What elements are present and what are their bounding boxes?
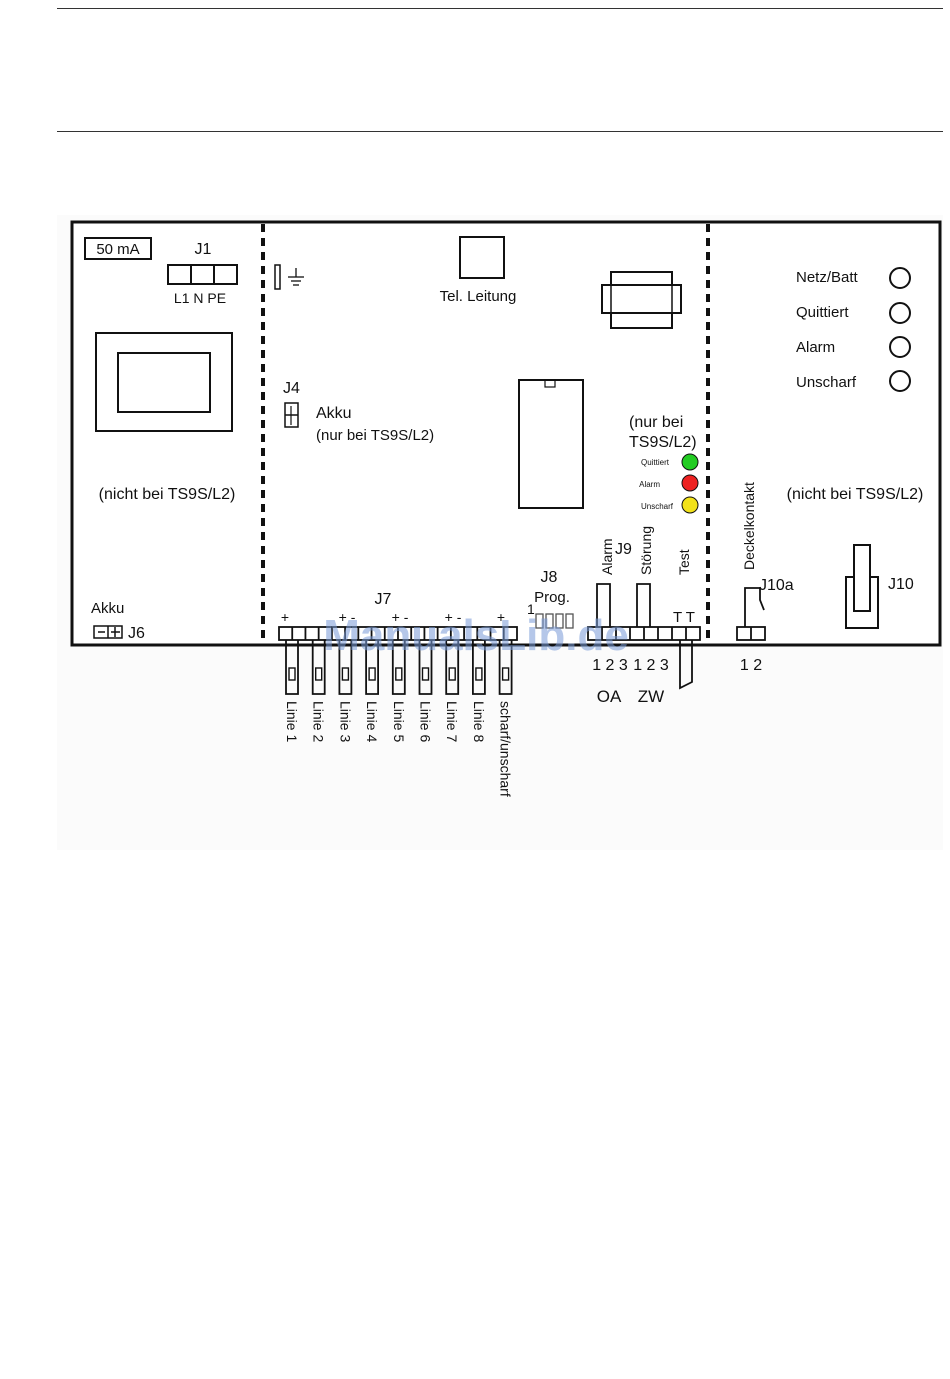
indicator-netz-batt-label: Netz/Batt xyxy=(796,269,859,286)
ground-icon xyxy=(288,268,304,286)
watermark: ManualsLib.de xyxy=(323,611,629,660)
j7-label: J7 xyxy=(375,591,392,608)
j7-wire xyxy=(418,640,433,695)
indicator-unscharf-label: Unscharf xyxy=(796,374,857,391)
zw-jumper xyxy=(636,583,651,627)
polarity-marker: + xyxy=(497,609,505,625)
led-red-icon xyxy=(681,474,699,492)
j7-wire-group xyxy=(285,640,513,695)
j8-header xyxy=(535,613,574,629)
polarity-marker: + - xyxy=(339,609,356,625)
j7-wire xyxy=(498,640,513,695)
j9-alarm-label: Alarm xyxy=(599,538,615,575)
j7-line-label: Linie 2 xyxy=(311,701,327,742)
nicht-bei-right-label: (nicht bei TS9S/L2) xyxy=(787,486,924,503)
led-unscharf: Unscharf xyxy=(641,496,699,514)
j7-wire xyxy=(445,640,460,695)
polarity-marker: + xyxy=(281,609,289,625)
polarity-marker: + - xyxy=(392,609,409,625)
j7-line-label: Linie 1 xyxy=(284,701,300,742)
j4-label: J4 xyxy=(283,380,300,397)
oa-jumper xyxy=(596,583,611,627)
polarity-marker: + - xyxy=(445,609,462,625)
nur-bei-line1: (nur bei xyxy=(629,414,683,431)
zw-nums: 1 2 3 xyxy=(633,657,669,674)
fuse-box xyxy=(84,237,152,260)
indicator-quittiert: Quittiert xyxy=(796,302,911,324)
j7-wire xyxy=(472,640,486,695)
j7-line-label: Linie 6 xyxy=(418,701,434,742)
indicator-quittiert-label: Quittiert xyxy=(796,304,849,321)
ground-connector xyxy=(274,264,281,290)
j7-wire xyxy=(311,640,326,695)
j7-wire xyxy=(285,640,299,695)
indicator-netz-batt: Netz/Batt xyxy=(796,267,911,289)
j7-line-label: Linie 7 xyxy=(444,701,460,742)
header-rule-bottom xyxy=(57,131,943,132)
indicator-circle-icon xyxy=(889,336,911,358)
j4-note-label: (nur bei TS9S/L2) xyxy=(316,427,434,444)
j7-wire xyxy=(391,640,406,695)
indicator-alarm-label: Alarm xyxy=(796,339,835,356)
j4-akku-label: Akku xyxy=(316,405,352,422)
led-alarm: Alarm xyxy=(639,474,699,492)
led-quittiert-label: Quittiert xyxy=(641,458,670,467)
j9-stoerung-label: Störung xyxy=(638,526,654,575)
led-alarm-label: Alarm xyxy=(639,480,660,489)
j1-label: J1 xyxy=(195,241,212,258)
fuse-label: 50 mA xyxy=(96,241,139,258)
test-wire xyxy=(679,640,693,690)
led-unscharf-label: Unscharf xyxy=(641,502,674,511)
j8-label: J8 xyxy=(541,569,558,586)
deckelkontakt-label: Deckelkontakt xyxy=(741,482,757,570)
j7-wire xyxy=(338,640,353,695)
j6-label: J6 xyxy=(128,625,145,642)
led-yellow-icon xyxy=(681,496,699,514)
indicator-circle-icon xyxy=(889,302,911,324)
transformer-outer xyxy=(95,332,233,432)
board-outline xyxy=(70,220,942,647)
indicator-circle-icon xyxy=(889,267,911,289)
j10-label: J10 xyxy=(888,576,914,593)
tel-connector xyxy=(459,236,505,279)
akku-j6-label: Akku xyxy=(91,600,124,617)
j7-line-label: Linie 3 xyxy=(337,701,353,742)
j9-label: J9 xyxy=(615,541,632,558)
j7-polarity: + + - + - + - + xyxy=(281,609,505,625)
j1-pins-label: L1 N PE xyxy=(174,290,226,306)
j9-test-label: Test xyxy=(676,549,692,575)
zw-label: ZW xyxy=(638,687,664,706)
transformer-inner xyxy=(117,352,211,413)
j7-line-label: scharf/unscharf xyxy=(498,701,514,797)
indicator-unscharf: Unscharf xyxy=(796,370,911,392)
j8-pin1-label: 1 xyxy=(527,601,535,617)
j10a-switch xyxy=(744,587,765,627)
j9-terminal-strip xyxy=(587,626,701,641)
indicator-circle-icon xyxy=(889,370,911,392)
j7-line-label: Linie 8 xyxy=(471,701,487,742)
led-quittiert: Quittiert xyxy=(641,453,699,471)
header-rule-top xyxy=(57,8,943,9)
nur-bei-line2: TS9S/L2) xyxy=(629,434,697,451)
j7-line-labels: Linie 1 Linie 2 Linie 3 Linie 4 Linie 5 Linie… xyxy=(284,701,514,797)
j7-line-label: Linie 5 xyxy=(391,701,407,742)
tel-label: Tel. Leitung xyxy=(440,288,517,305)
j10a-nums: 1 2 xyxy=(740,657,762,674)
led-green-icon xyxy=(681,453,699,471)
oa-nums: 1 2 3 xyxy=(592,657,628,674)
j7-line-label: Linie 4 xyxy=(364,701,380,742)
j10a-label: J10a xyxy=(759,577,794,594)
tt-label: T T xyxy=(673,609,695,626)
oa-label: OA xyxy=(597,687,622,706)
j1-terminal xyxy=(167,264,238,285)
indicator-alarm: Alarm xyxy=(796,336,911,358)
j8-prog-label: Prog. xyxy=(534,589,570,606)
j7-wire xyxy=(365,640,379,695)
nicht-bei-left-label: (nicht bei TS9S/L2) xyxy=(99,486,236,503)
